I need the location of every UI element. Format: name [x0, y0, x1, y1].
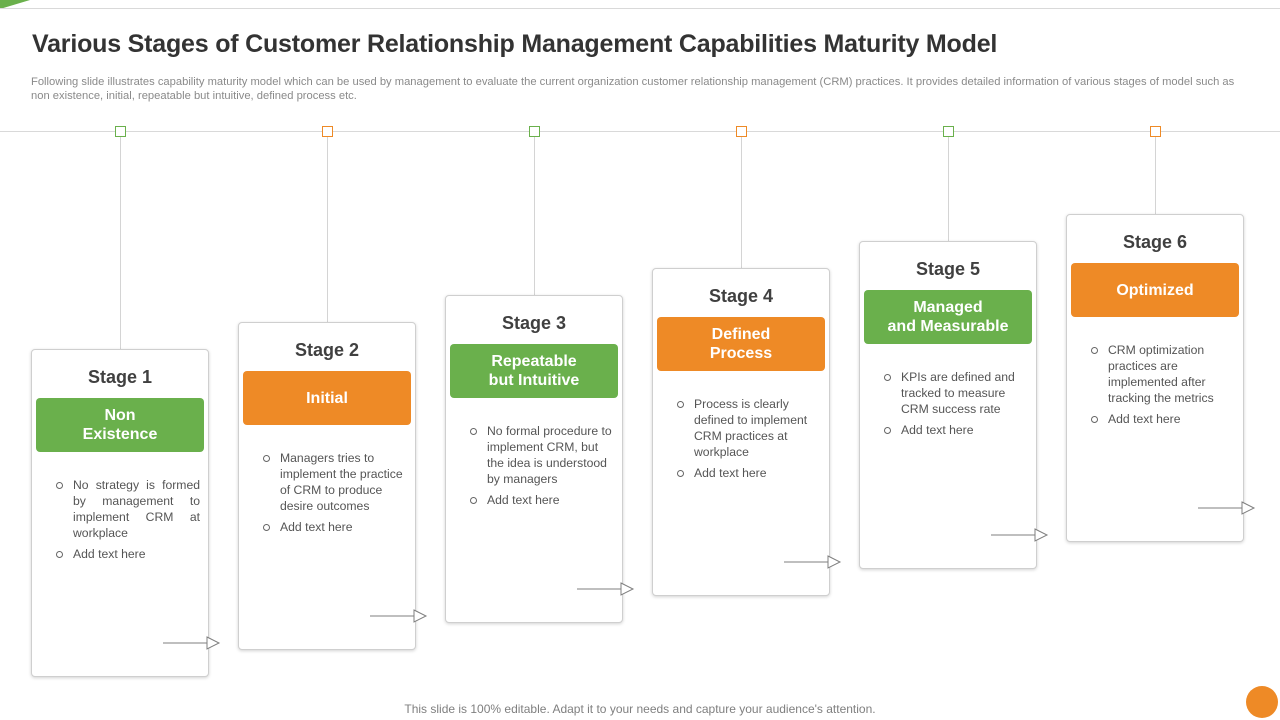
arrow-right-icon — [577, 582, 635, 596]
stage-card-1: Stage 1 Non Existence No strategy is for… — [31, 349, 221, 677]
arrow-right-icon — [1198, 501, 1256, 515]
stage-bullet-item: Add text here — [54, 546, 200, 562]
stage-badge: Defined Process — [657, 317, 825, 371]
stage-bullet-list: KPIs are defined and tracked to measure … — [882, 369, 1028, 443]
stage-bullet-item: CRM optimization practices are implement… — [1089, 342, 1235, 406]
stage-bullet-item: No formal procedure to implement CRM, bu… — [468, 423, 614, 487]
stage-bullet-item: Add text here — [1089, 411, 1235, 427]
stage-badge: Initial — [243, 371, 411, 425]
stage-card-2: Stage 2 Initial Managers tries to implem… — [238, 322, 428, 650]
stage-bullet-list: No strategy is formed by management to i… — [54, 477, 200, 567]
arrow-right-icon — [991, 528, 1049, 542]
connector-stage-6 — [1155, 137, 1156, 215]
arrow-right-icon — [163, 636, 221, 650]
stage-bullet-item: No strategy is formed by management to i… — [54, 477, 200, 541]
footer-note: This slide is 100% editable. Adapt it to… — [404, 702, 876, 716]
stage-badge: Optimized — [1071, 263, 1239, 317]
arrow-right-icon — [784, 555, 842, 569]
stage-bullet-list: CRM optimization practices are implement… — [1089, 342, 1235, 432]
timeline-node-stage-3 — [529, 126, 540, 137]
arrow-right-icon — [370, 609, 428, 623]
stage-bullet-item: Add text here — [675, 465, 821, 481]
stage-label: Stage 2 — [294, 340, 360, 360]
corner-dot — [1246, 686, 1278, 718]
stage-card-3: Stage 3 Repeatable but Intuitive No form… — [445, 295, 635, 623]
connector-stage-3 — [534, 137, 535, 296]
stage-card-4: Stage 4 Defined Process Process is clear… — [652, 268, 842, 596]
stage-badge: Managed and Measurable — [864, 290, 1032, 344]
timeline-node-stage-4 — [736, 126, 747, 137]
top-divider — [0, 8, 1280, 9]
stage-badge: Non Existence — [36, 398, 204, 452]
stage-badge: Repeatable but Intuitive — [450, 344, 618, 398]
stage-card-5: Stage 5 Managed and Measurable KPIs are … — [859, 241, 1049, 569]
timeline-node-stage-5 — [943, 126, 954, 137]
stage-label: Stage 5 — [915, 259, 981, 279]
stage-bullet-item: Managers tries to implement the practice… — [261, 450, 407, 514]
stage-bullet-list: No formal procedure to implement CRM, bu… — [468, 423, 614, 513]
timeline-node-stage-2 — [322, 126, 333, 137]
stage-label: Stage 3 — [501, 313, 567, 333]
stage-bullet-item: Add text here — [468, 492, 614, 508]
timeline-node-stage-6 — [1150, 126, 1161, 137]
stage-card-6: Stage 6 Optimized CRM optimization pract… — [1066, 214, 1256, 542]
stage-bullet-item: Add text here — [261, 519, 407, 535]
stage-bullet-item: KPIs are defined and tracked to measure … — [882, 369, 1028, 417]
page-title: Various Stages of Customer Relationship … — [32, 30, 998, 58]
connector-stage-1 — [120, 137, 121, 350]
stage-bullet-item: Process is clearly defined to implement … — [675, 396, 821, 460]
stage-label: Stage 1 — [87, 367, 153, 387]
timeline-line — [0, 131, 1280, 132]
timeline-node-stage-1 — [115, 126, 126, 137]
corner-accent — [0, 0, 30, 9]
stage-bullet-list: Managers tries to implement the practice… — [261, 450, 407, 540]
stage-bullet-item: Add text here — [882, 422, 1028, 438]
connector-stage-2 — [327, 137, 328, 323]
connector-stage-5 — [948, 137, 949, 242]
stage-label: Stage 6 — [1122, 232, 1188, 252]
stage-bullet-list: Process is clearly defined to implement … — [675, 396, 821, 486]
connector-stage-4 — [741, 137, 742, 269]
stage-label: Stage 4 — [708, 286, 774, 306]
page-subtitle: Following slide illustrates capability m… — [31, 76, 1235, 102]
